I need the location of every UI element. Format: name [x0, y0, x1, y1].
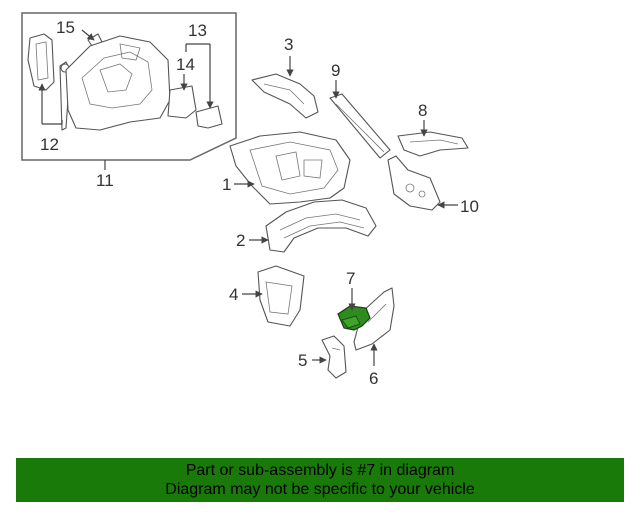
callout-1: 1: [222, 175, 231, 194]
part-3-panel: [251, 73, 319, 119]
part-8-bracket: [397, 131, 469, 157]
part-1-quarter-panel: [229, 131, 351, 205]
callout-5: 5: [298, 351, 307, 370]
inset-box: [21, 12, 237, 170]
callout-7: 7: [346, 269, 355, 288]
callout-15: 15: [56, 18, 75, 37]
callout-9: 9: [331, 61, 340, 80]
callout-labels: 1 2 3 4 5 6 7 8 9 10 11 12 13 14 15: [40, 18, 479, 388]
callout-12: 12: [40, 135, 59, 154]
callout-8: 8: [418, 101, 427, 120]
part-4-panel: [257, 265, 305, 327]
callout-11: 11: [96, 171, 114, 190]
part-10-panel: [387, 155, 441, 211]
callout-2: 2: [236, 231, 245, 250]
banner-line-1: Part or sub-assembly is #7 in diagram: [185, 462, 455, 479]
callout-13: 13: [188, 21, 207, 40]
part-5-bracket: [321, 335, 347, 379]
part-6-extension: [353, 287, 395, 351]
part-2-wheelhouse: [265, 199, 377, 253]
part-12-strip: [27, 33, 71, 131]
leader-lines: [38, 29, 458, 366]
callout-14: 14: [176, 55, 195, 74]
callout-6: 6: [369, 369, 378, 388]
inset-wheelhouse-assembly: [65, 35, 223, 131]
callout-10: 10: [460, 197, 479, 216]
info-banner: Part or sub-assembly is #7 in diagram Di…: [16, 458, 624, 502]
callout-3: 3: [284, 35, 293, 54]
banner-line-2: Diagram may not be specific to your vehi…: [165, 481, 475, 498]
callout-4: 4: [229, 285, 238, 304]
